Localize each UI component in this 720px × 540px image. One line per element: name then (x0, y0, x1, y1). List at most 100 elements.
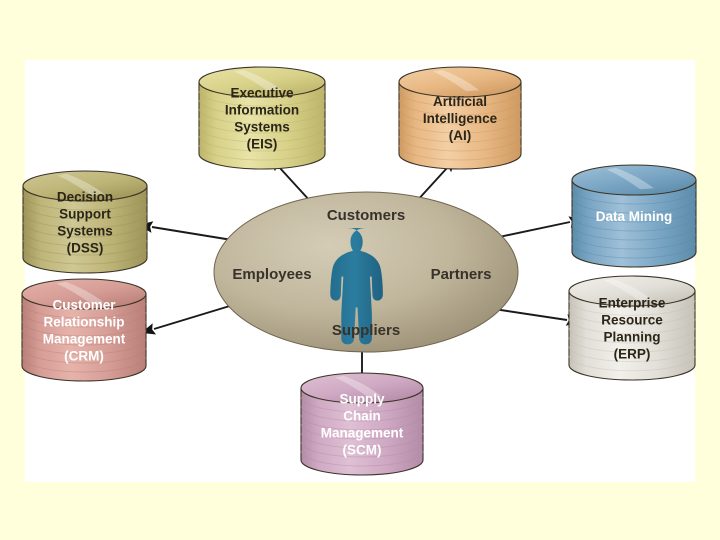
cylinder-highlight (57, 173, 105, 196)
core-label-suppliers: Suppliers (332, 322, 400, 339)
cylinder-rib (568, 318, 696, 335)
cylinder-rib (21, 302, 147, 319)
cylinder-rib (300, 441, 424, 458)
cylinder-top (571, 164, 697, 196)
cylinder-highlight (56, 281, 104, 304)
cylinder-label-line: Planning (604, 330, 661, 345)
cylinder-highlight (234, 69, 283, 92)
cylinder-rib (571, 215, 697, 232)
cylinder-top (568, 275, 696, 307)
cylinder-label-line: (DSS) (67, 241, 104, 256)
cylinder-label-line: (SCM) (343, 443, 382, 458)
cylinder-rib (300, 432, 424, 449)
cylinder-rib (198, 90, 326, 107)
cylinder-label-line: Artificial (433, 94, 487, 109)
cylinder-top (198, 66, 326, 98)
cylinder-rib (198, 135, 326, 152)
cylinder-highlight (433, 69, 480, 92)
cylinder-rib (568, 346, 696, 362)
cylinder-rib (398, 135, 522, 152)
cylinder-rib (300, 423, 424, 440)
cylinder-label-line: Customer (52, 298, 116, 313)
cylinder-label-line: Resource (601, 313, 663, 328)
cylinder-label-line: Executive (230, 86, 294, 101)
connector-crm-to-core (141, 299, 246, 335)
connector-erp-to-core (480, 303, 581, 326)
cylinder-label-line: Management (43, 332, 126, 347)
cylinder-label-line: (ERP) (614, 347, 651, 362)
cylinder-top (398, 66, 522, 98)
cylinder-rib (568, 300, 696, 316)
cylinder-label-line: Systems (234, 120, 290, 135)
cylinder-top (300, 372, 424, 404)
cylinder-label-line: Supply (339, 392, 384, 407)
cylinder-label-line: Decision (57, 190, 113, 205)
cylinder-highlight (335, 375, 382, 398)
cylinder-rib (300, 414, 424, 431)
cylinder-rib (22, 221, 148, 238)
cylinder-label-line: Chain (343, 409, 381, 424)
cylinder-rib (398, 144, 522, 161)
cylinder-rib (21, 311, 147, 328)
cylinder-rib (398, 90, 522, 107)
cylinder-rib (398, 126, 522, 143)
cylinder-label-line: Support (59, 207, 111, 222)
cylinder-rib (300, 405, 424, 422)
cylinder-label-line: (CRM) (64, 349, 104, 364)
cylinder-rib (571, 233, 697, 250)
cylinder-rib (22, 248, 148, 265)
cylinder-rib (21, 356, 147, 373)
cylinder-rib (198, 144, 326, 161)
cylinder-label-line: (AI) (449, 128, 472, 143)
cylinder-rib (21, 329, 147, 346)
cylinder-top (21, 278, 147, 310)
cylinder-rib (22, 212, 148, 229)
enterprise-core-group: Customers Employees Partners Suppliers (213, 191, 519, 353)
cylinder-rib (21, 338, 147, 355)
cylinder-rib (568, 309, 696, 325)
cylinder-rib (198, 117, 326, 134)
cylinder-data-mining[interactable]: Data Mining (571, 164, 697, 268)
cylinder-top (22, 170, 148, 202)
cylinder-rib (571, 242, 697, 259)
cylinder-label-line: Enterprise (599, 296, 666, 311)
cylinder-rib (568, 327, 696, 344)
cylinder-label-line: Management (321, 426, 404, 441)
cylinder-rib (21, 347, 147, 364)
cylinder-rib (198, 126, 326, 143)
cylinder-highlight (604, 278, 653, 301)
core-label-employees: Employees (232, 266, 311, 283)
cylinder-rib (398, 117, 522, 134)
cylinder-highlight (606, 167, 654, 190)
cylinder-label-line: (EIS) (247, 137, 278, 152)
cylinder-rib (22, 194, 148, 211)
cylinder-label-line: Intelligence (423, 111, 498, 126)
cylinder-rib (22, 239, 148, 256)
connectors-layer (138, 157, 584, 395)
connector-dss-to-core (138, 221, 246, 246)
core-label-partners: Partners (431, 266, 492, 283)
cylinder-rib (398, 99, 522, 116)
cylinder-rib (568, 355, 696, 372)
cylinder-label-line: Relationship (43, 315, 124, 330)
cylinder-rib (571, 188, 697, 205)
person-silhouette-icon (330, 228, 383, 345)
cylinder-rib (198, 99, 326, 116)
cylinder-rib (22, 203, 148, 220)
cylinder-rib (198, 108, 326, 125)
connector-eis-to-core (270, 157, 320, 212)
cylinder-label-line: Information (225, 103, 299, 118)
cylinder-rib (300, 396, 424, 413)
cylinder-rib (568, 337, 696, 353)
cylinder-rib (22, 230, 148, 247)
cylinder-label-line: Data Mining (596, 209, 673, 224)
cylinder-rib (21, 320, 147, 337)
